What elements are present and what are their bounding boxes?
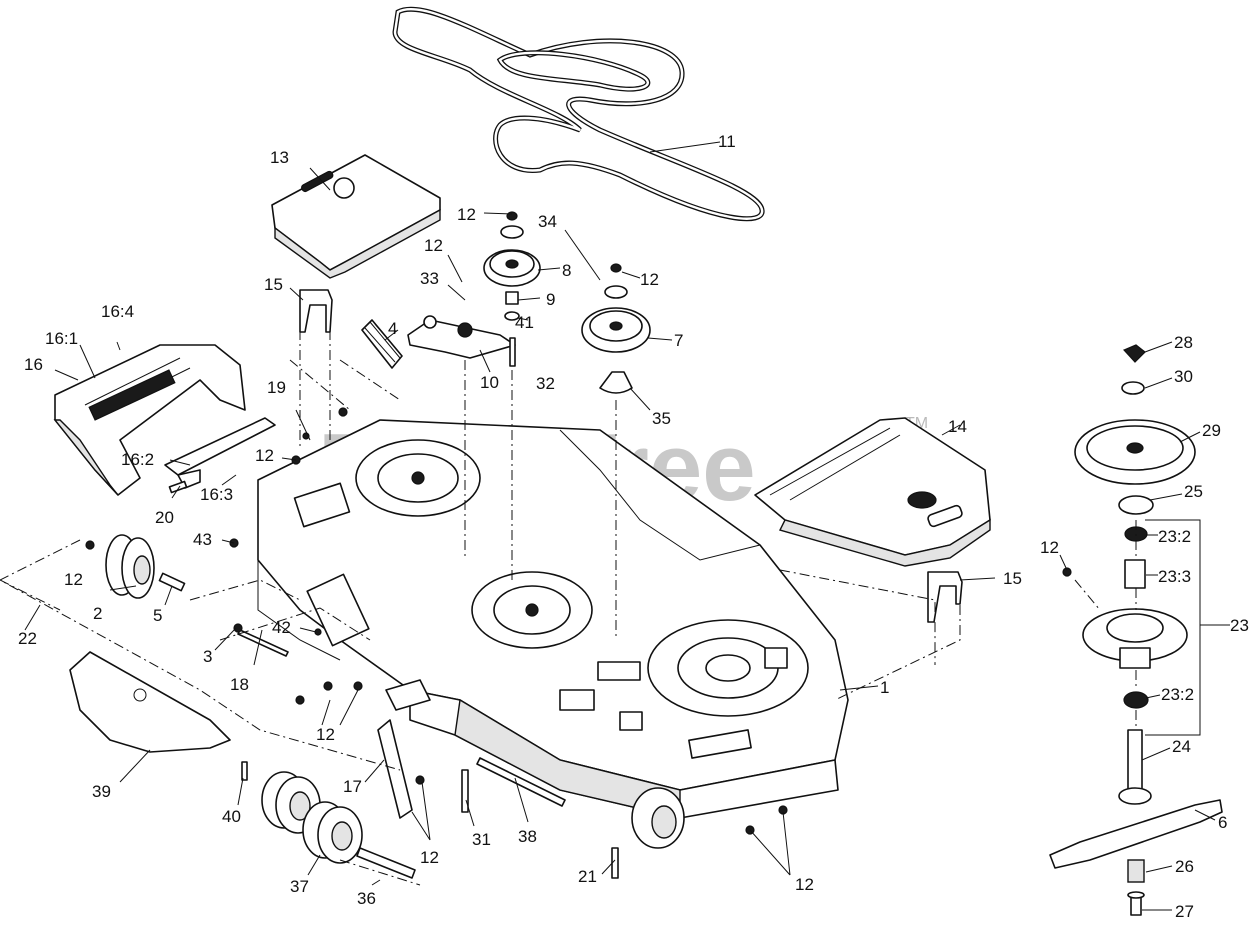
callout-12-b: 12 xyxy=(424,236,443,255)
callout-27: 27 xyxy=(1175,902,1194,921)
callout-40: 40 xyxy=(222,807,241,826)
callout-5: 5 xyxy=(153,606,162,625)
idler-arm xyxy=(407,315,516,359)
anti-scalp-wheel-pair xyxy=(261,771,416,879)
callout-34: 34 xyxy=(538,212,557,231)
callout-19: 19 xyxy=(267,378,286,397)
callout-10: 10 xyxy=(480,373,499,392)
mower-blade xyxy=(1049,799,1223,869)
anti-scalp-wheel-left xyxy=(105,534,186,599)
idler-pulley-lower xyxy=(581,263,651,394)
spindle-assembly xyxy=(1074,344,1196,805)
drive-belt xyxy=(392,6,765,222)
callout-37: 37 xyxy=(290,877,309,896)
callout-4: 4 xyxy=(388,319,397,338)
callout-30: 30 xyxy=(1174,367,1193,386)
blade-bolt xyxy=(1127,859,1145,916)
callout-16-1: 16:1 xyxy=(45,329,78,348)
callout-6: 6 xyxy=(1218,813,1227,832)
deck-baffle xyxy=(69,651,231,753)
callout-35: 35 xyxy=(652,409,671,428)
callout-23-2-upper: 23:2 xyxy=(1158,527,1191,546)
callout-12-d: 12 xyxy=(255,446,274,465)
callout-3: 3 xyxy=(203,647,212,666)
callout-15-a: 15 xyxy=(264,275,283,294)
callout-29: 29 xyxy=(1202,421,1221,440)
callout-24: 24 xyxy=(1172,737,1191,756)
callout-25: 25 xyxy=(1184,482,1203,501)
callout-2: 2 xyxy=(93,604,102,623)
callout-11: 11 xyxy=(718,132,736,151)
callout-12-f: 12 xyxy=(1040,538,1059,557)
callout-20: 20 xyxy=(155,508,174,527)
callout-16-2: 16:2 xyxy=(121,450,154,469)
callout-1: 1 xyxy=(880,678,889,697)
callout-16: 16 xyxy=(24,355,43,374)
callout-17: 17 xyxy=(343,777,362,796)
callout-16-3: 16:3 xyxy=(200,485,233,504)
idler-pulley-upper xyxy=(483,211,541,321)
callout-43: 43 xyxy=(193,530,212,549)
callout-12-c: 12 xyxy=(640,270,659,289)
callout-12-g: 12 xyxy=(316,725,335,744)
idler-spring xyxy=(361,319,403,369)
assembly-lines xyxy=(0,330,1137,886)
callout-38: 38 xyxy=(518,827,537,846)
mower-deck-housing xyxy=(257,419,849,819)
callout-23: 23 xyxy=(1230,616,1249,635)
callout-21: 21 xyxy=(578,867,597,886)
callout-28: 28 xyxy=(1174,333,1193,352)
callout-14: 14 xyxy=(948,417,967,436)
deck-front-roller xyxy=(631,787,685,849)
callouts: 1 2 3 4 5 6 7 8 9 10 11 12 12 12 12 12 1… xyxy=(18,132,1249,921)
callout-41: 41 xyxy=(515,313,534,332)
callout-42: 42 xyxy=(272,618,291,637)
callout-39: 39 xyxy=(92,782,111,801)
callout-16-4: 16:4 xyxy=(101,302,134,321)
callout-31: 31 xyxy=(472,830,491,849)
callout-32: 32 xyxy=(536,374,555,393)
callout-12-h: 12 xyxy=(420,848,439,867)
discharge-guard xyxy=(53,344,246,496)
callout-36: 36 xyxy=(357,889,376,908)
callout-15-b: 15 xyxy=(1003,569,1022,588)
callout-7: 7 xyxy=(674,331,683,350)
belt-shield-left xyxy=(271,154,441,279)
callout-13: 13 xyxy=(270,148,289,167)
belt-shield-right xyxy=(754,417,991,567)
callout-12-i: 12 xyxy=(795,875,814,894)
callout-22: 22 xyxy=(18,629,37,648)
callout-8: 8 xyxy=(562,261,571,280)
callout-12-a: 12 xyxy=(457,205,476,224)
callout-23-2-lower: 23:2 xyxy=(1161,685,1194,704)
deck-hardware xyxy=(85,289,1072,879)
callout-12-e: 12 xyxy=(64,570,83,589)
callout-23-3: 23:3 xyxy=(1158,567,1191,586)
callout-18: 18 xyxy=(230,675,249,694)
callout-26: 26 xyxy=(1175,857,1194,876)
leader-lines xyxy=(24,141,1230,911)
callout-33: 33 xyxy=(420,269,439,288)
callout-9: 9 xyxy=(546,290,555,309)
